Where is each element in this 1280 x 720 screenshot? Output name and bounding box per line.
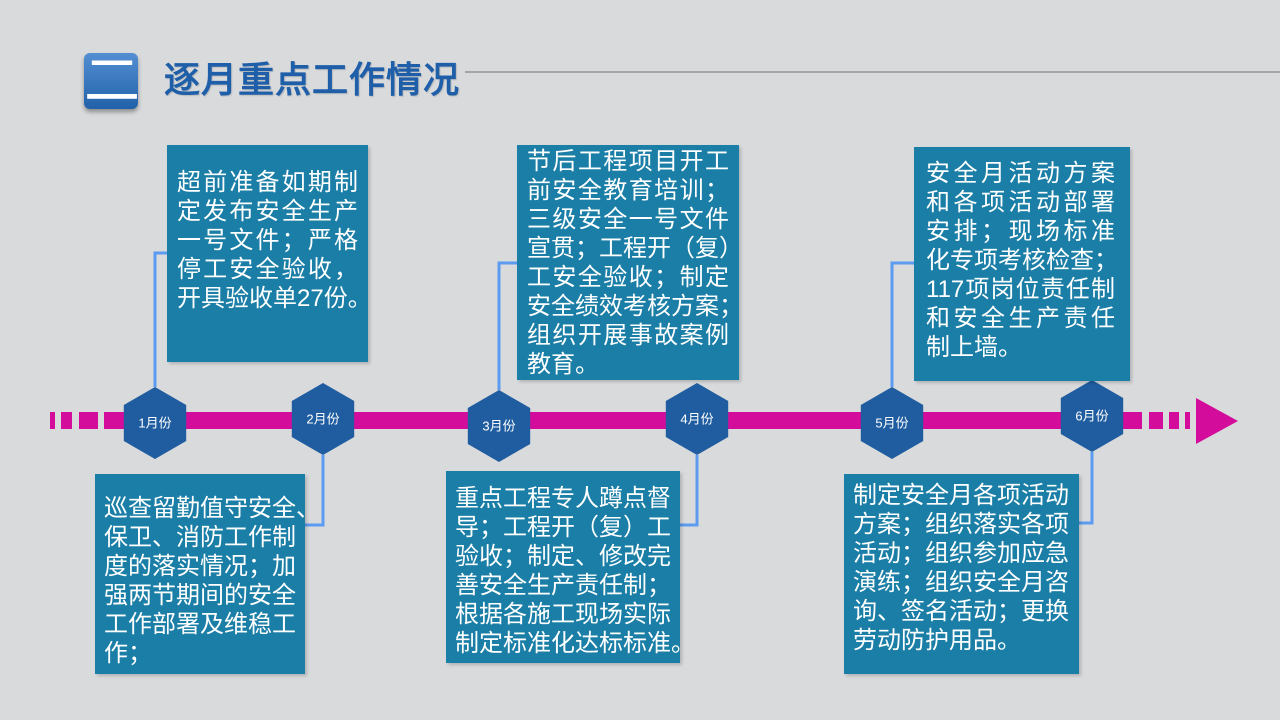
work-item-line: 方案；组织落实各项 xyxy=(853,511,1069,538)
work-item-line: 组织开展事故案例 xyxy=(527,322,729,349)
work-item-line: 作； xyxy=(104,640,152,667)
work-item-line: 化专项考核检查； xyxy=(926,247,1118,274)
work-item-line: 和安全生产责任 xyxy=(926,305,1115,332)
timeline-dash xyxy=(1149,412,1163,429)
work-item-line: 超前准备如期制 xyxy=(177,169,358,196)
month-1-label: 1月份 xyxy=(138,416,171,431)
connector-layer xyxy=(153,251,1094,527)
timeline-dash xyxy=(61,412,72,429)
work-item-line: 保卫、消防工作制 xyxy=(104,524,296,551)
work-item-line: 劳动防护用品。 xyxy=(853,627,1021,654)
month-2-connector xyxy=(305,455,325,527)
month-1-connector xyxy=(153,251,167,387)
timeline-dash xyxy=(50,412,55,429)
month-6-hexagon xyxy=(1060,380,1124,452)
month-5-work-box: 安全月活动方案和各项活动部署安排；现场标准化专项考核检查；117项岗位责任制和安… xyxy=(914,147,1130,381)
work-item-line: 根据各施工现场实际 xyxy=(455,601,671,628)
work-item-line: 验收；制定、修改完 xyxy=(455,543,671,570)
month-3-hexagon xyxy=(467,390,531,462)
month-5-hexagon xyxy=(860,387,924,459)
section-number-icon: 二 xyxy=(84,53,138,109)
work-item-line: 询、签名活动；更换 xyxy=(853,598,1069,625)
work-item-line: 工安全验收；制定 xyxy=(527,264,729,291)
month-6-work-box: 制定安全月各项活动方案；组织落实各项活动；组织参加应急演练；组织安全月咨询、签名… xyxy=(844,474,1079,674)
work-item-line: 一号文件；严格 xyxy=(177,227,358,254)
month-2-marker: 2月份 xyxy=(291,383,355,455)
month-4-hexagon xyxy=(665,383,729,455)
work-item-line: 117项岗位责任制 xyxy=(926,276,1115,303)
work-item-line: 安全绩效考核方案； xyxy=(527,293,743,320)
timeline-arrowhead xyxy=(1196,398,1238,444)
work-item-line: 安排；现场标准 xyxy=(926,218,1115,245)
work-item-line: 安全月活动方案 xyxy=(926,160,1115,187)
month-3-marker: 3月份 xyxy=(467,390,531,462)
month-3-connector xyxy=(497,261,517,390)
timeline-arrow xyxy=(50,398,1238,444)
month-marker-layer: 1月份 2月份 3月份 4月份 5月份 6月份 xyxy=(123,380,1124,462)
work-item-line: 开具验收单27份。 xyxy=(177,285,372,312)
month-6-marker: 6月份 xyxy=(1060,380,1124,452)
month-6-label: 6月份 xyxy=(1075,409,1108,424)
work-item-line: 定发布安全生产 xyxy=(177,198,358,225)
timeline-dash xyxy=(1169,412,1179,429)
work-item-line: 制定标准化达标标准。 xyxy=(455,630,695,657)
work-item-line: 演练；组织安全月咨 xyxy=(853,569,1069,596)
month-5-label: 5月份 xyxy=(875,416,908,431)
work-item-line: 导；工程开（复）工 xyxy=(455,514,671,541)
title-divider xyxy=(465,71,1280,73)
work-item-line: 活动；组织参加应急 xyxy=(853,540,1069,567)
month-1-hexagon xyxy=(123,387,187,459)
work-item-line: 节后工程项目开工 xyxy=(527,148,729,175)
timeline-dash xyxy=(1185,412,1190,429)
month-3-label: 3月份 xyxy=(482,419,515,434)
slide-title: 逐月重点工作情况 xyxy=(164,59,461,100)
work-item-line: 善安全生产责任制； xyxy=(455,572,671,599)
work-item-line: 三级安全一号文件 xyxy=(527,206,729,233)
month-4-marker: 4月份 xyxy=(665,383,729,455)
month-4-connector xyxy=(680,455,699,527)
work-item-line: 工作部署及维稳工 xyxy=(104,611,296,638)
work-item-line: 巡查留勤值守安全、 xyxy=(104,495,320,522)
work-item-line: 强两节期间的安全 xyxy=(104,582,296,609)
month-4-work-box: 重点工程专人蹲点督导；工程开（复）工验收；制定、修改完善安全生产责任制；根据各施… xyxy=(446,471,695,663)
work-item-line: 教育。 xyxy=(527,351,599,378)
work-item-line: 重点工程专人蹲点督 xyxy=(455,485,671,512)
month-2-label: 2月份 xyxy=(306,412,339,427)
timeline-bar xyxy=(104,412,1142,429)
month-3-work-box: 节后工程项目开工前安全教育培训；三级安全一号文件宣贯；工程开（复）工安全验收；制… xyxy=(517,145,743,380)
month-6-connector xyxy=(1079,452,1094,525)
month-2-work-box: 巡查留勤值守安全、保卫、消防工作制度的落实情况；加强两节期间的安全工作部署及维稳… xyxy=(95,474,320,674)
work-item-line: 宣贯；工程开（复） xyxy=(527,235,743,262)
month-5-connector xyxy=(890,261,914,387)
work-item-line: 制上墙。 xyxy=(926,334,1022,361)
timeline-dash xyxy=(79,412,98,429)
work-item-line: 停工安全验收， xyxy=(177,256,358,283)
month-1-marker: 1月份 xyxy=(123,387,187,459)
work-item-line: 制定安全月各项活动 xyxy=(853,482,1069,509)
month-4-label: 4月份 xyxy=(680,412,713,427)
month-5-marker: 5月份 xyxy=(860,387,924,459)
work-item-line: 前安全教育培训； xyxy=(527,177,729,204)
month-2-hexagon xyxy=(291,383,355,455)
month-1-work-box: 超前准备如期制定发布安全生产一号文件；严格停工安全验收，开具验收单27份。 xyxy=(167,145,372,362)
work-item-line: 度的落实情况；加 xyxy=(104,553,296,580)
work-item-line: 和各项活动部署 xyxy=(926,189,1115,216)
